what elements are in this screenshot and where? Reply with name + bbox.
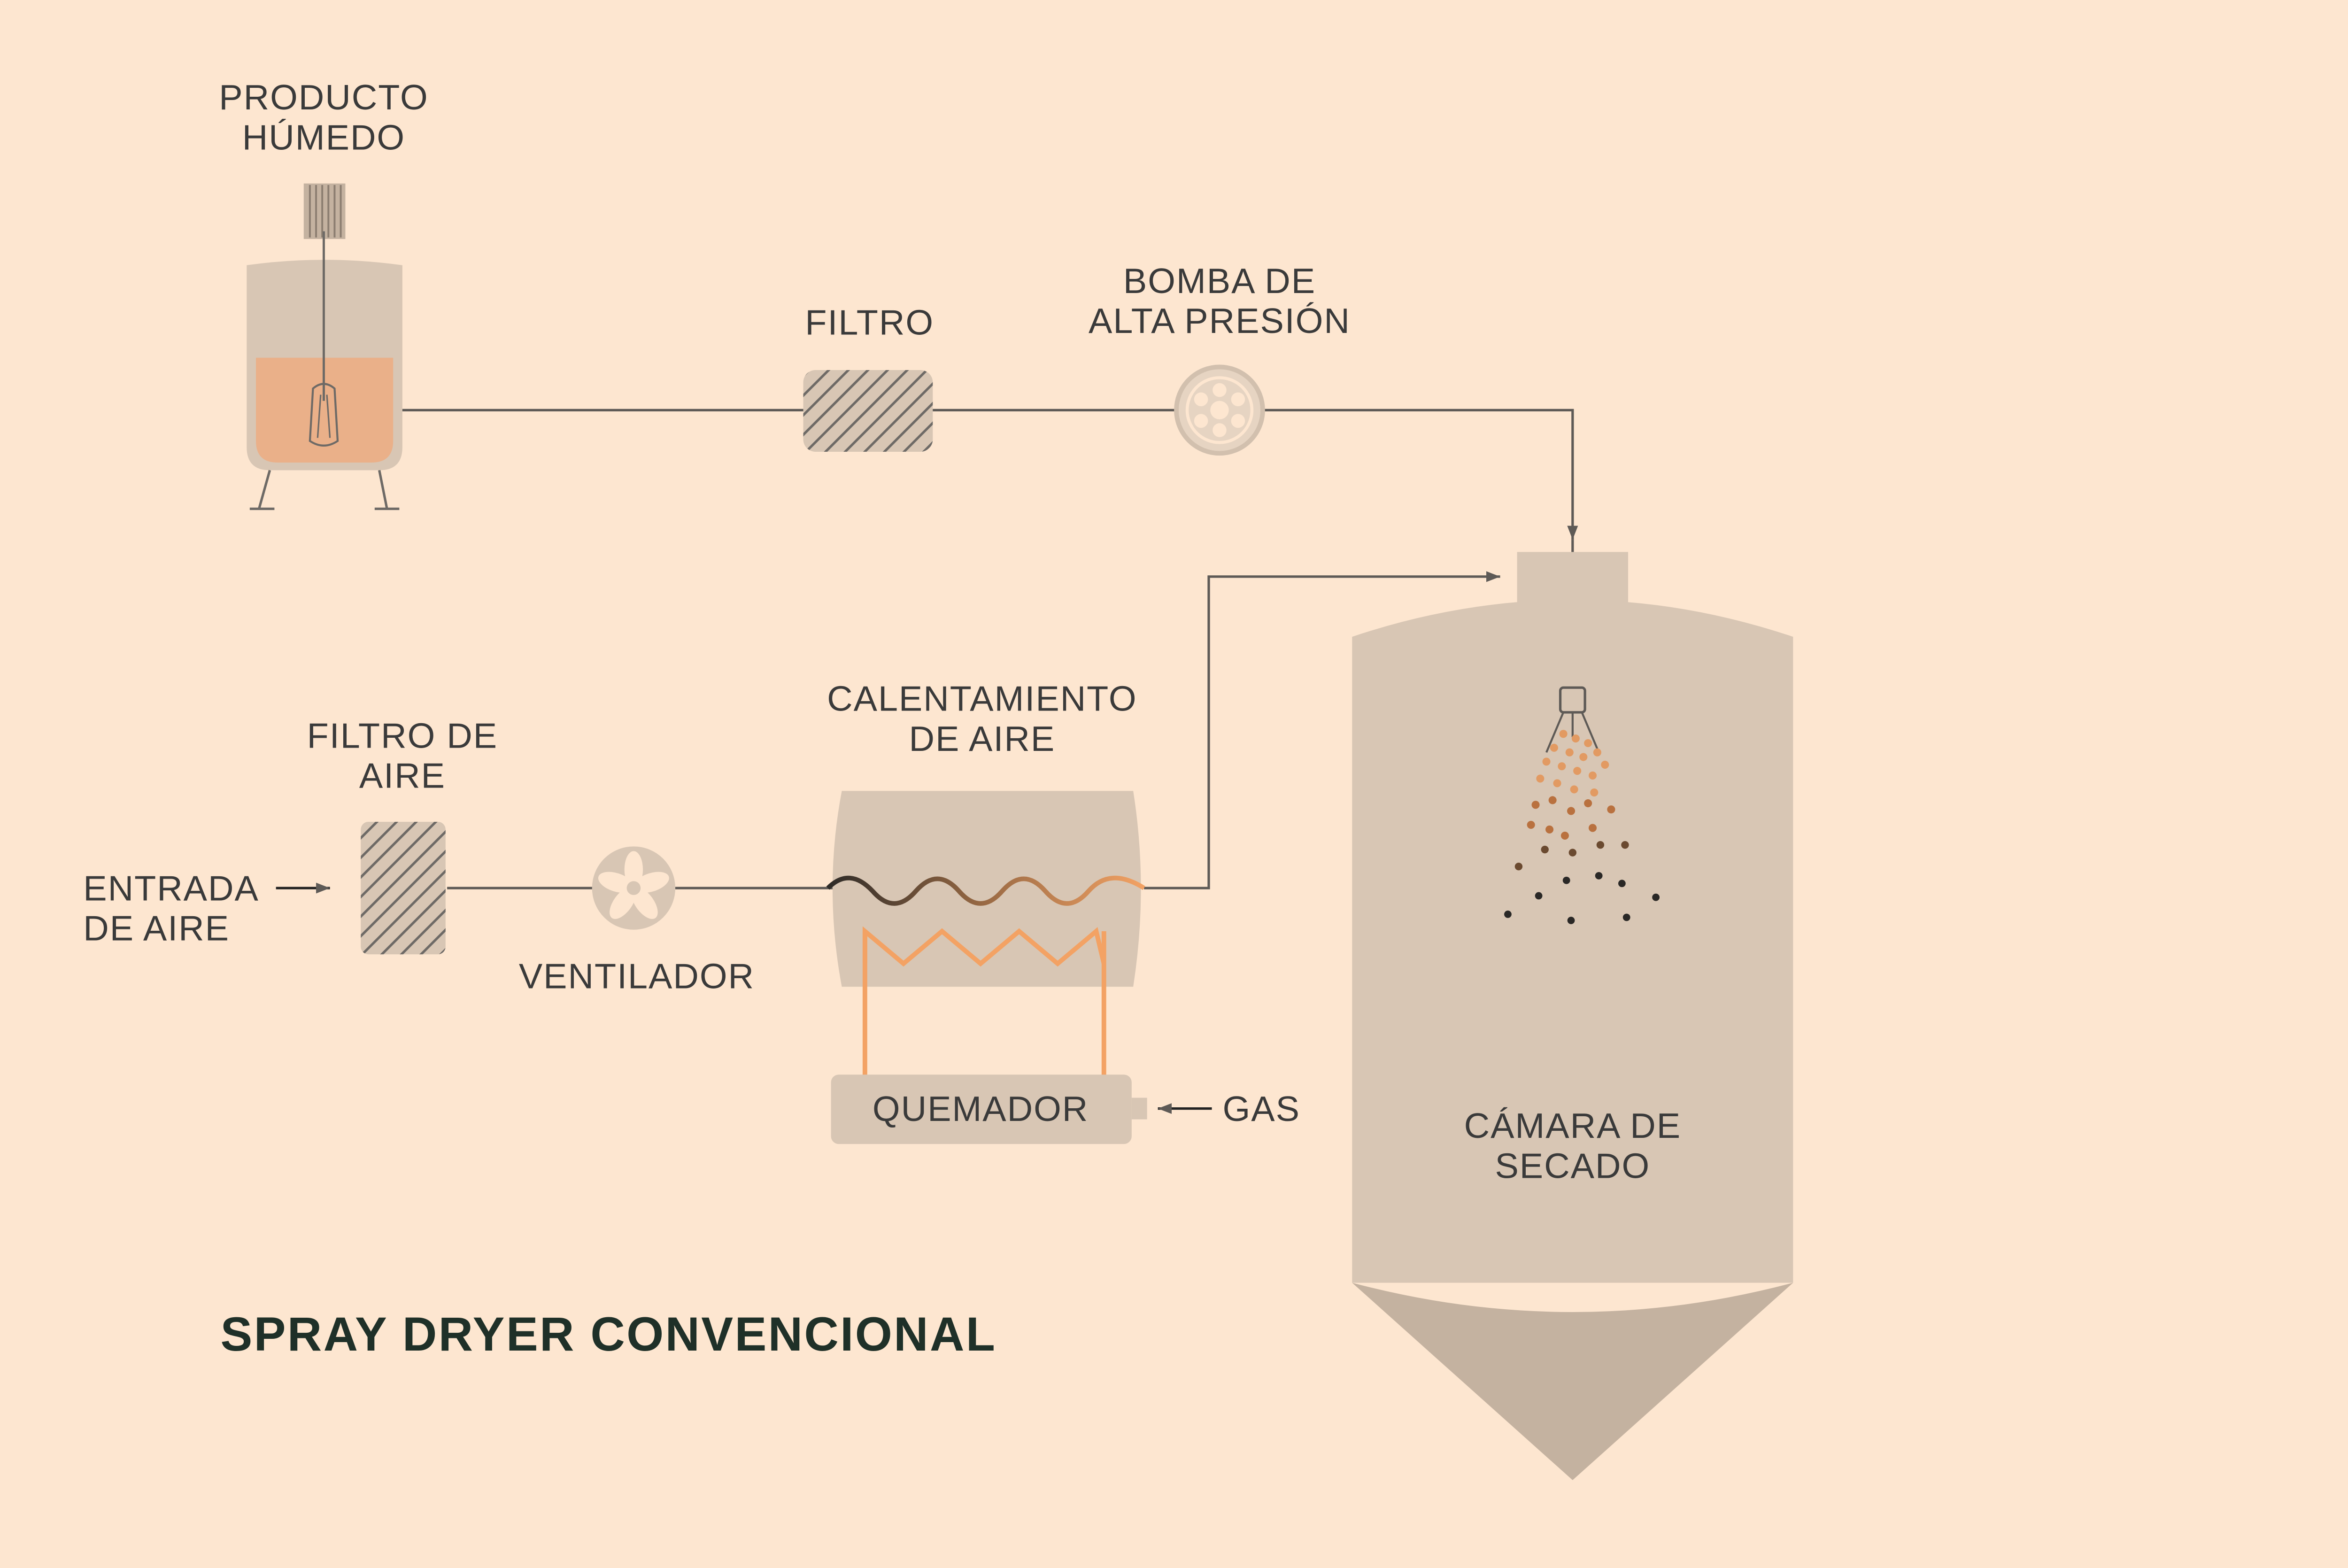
heater-coil <box>826 875 1145 906</box>
filter-icon <box>803 370 933 452</box>
tank-product-fill <box>256 357 394 463</box>
burner <box>831 1074 1147 1144</box>
air-filter-label-line2: AIRE <box>359 757 446 796</box>
heating-label-line2: DE AIRE <box>909 719 1056 759</box>
wet-product-label-line1: PRODUCTO <box>219 78 428 117</box>
product-line <box>401 409 1578 540</box>
heater-flame <box>862 926 1106 967</box>
gas-label: GAS <box>1223 1089 1300 1129</box>
wet-product-tank <box>247 183 402 510</box>
burner-label: QUEMADOR <box>873 1089 1089 1129</box>
tank-legs <box>249 470 400 510</box>
pump-label-line2: ALTA PRESIÓN <box>1089 301 1351 341</box>
air-inlet-label-line1: ENTRADA <box>83 869 259 908</box>
chamber-label-line1: CÁMARA DE <box>1464 1106 1681 1146</box>
hot-air-line <box>1144 571 1500 889</box>
spray-droplets <box>1504 730 1660 924</box>
air-inlet-label-line2: DE AIRE <box>83 909 230 949</box>
heating-label-line1: CALENTAMIENTO <box>827 680 1137 719</box>
air-filter-label-line1: FILTRO DE <box>307 716 498 756</box>
chamber-label-line2: SECADO <box>1495 1146 1650 1186</box>
drying-chamber <box>1352 552 1793 1480</box>
fan-icon <box>592 846 676 930</box>
diagram-title: SPRAY DRYER CONVENCIONAL <box>220 1307 996 1361</box>
air-heater <box>826 791 1145 987</box>
spray-nozzle-icon <box>1545 686 1600 753</box>
burner-flame-lines <box>862 931 1106 1080</box>
pump-label-line1: BOMBA DE <box>1123 262 1316 301</box>
mixer-blade <box>309 383 339 447</box>
fan-label: VENTILADOR <box>519 957 755 996</box>
filter-label: FILTRO <box>805 303 934 342</box>
high-pressure-pump-icon <box>1174 364 1265 456</box>
wet-product-label-line2: HÚMEDO <box>242 118 405 157</box>
air-filter-icon <box>361 821 446 955</box>
